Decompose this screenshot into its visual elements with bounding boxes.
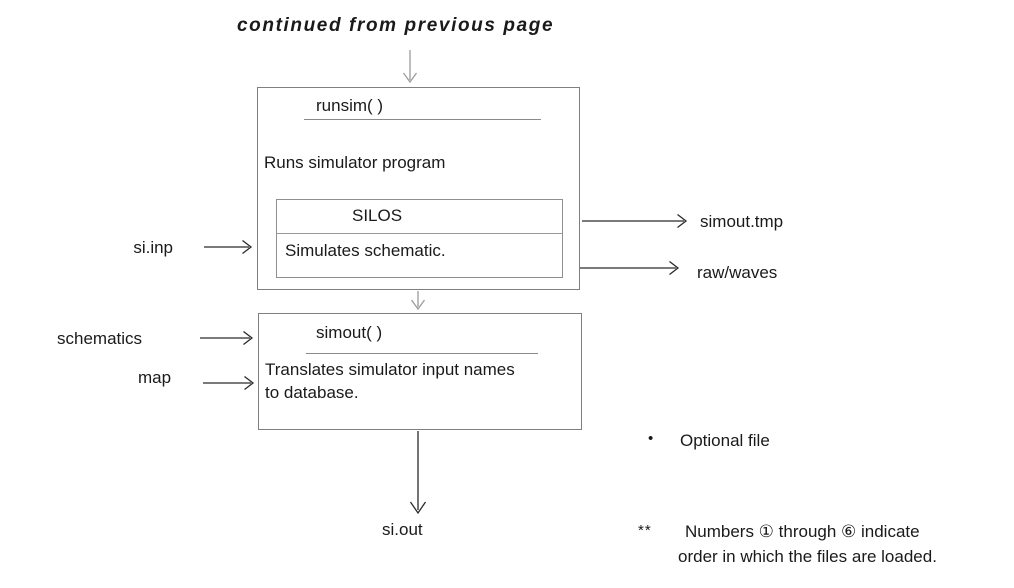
page-title: continued from previous page: [237, 15, 555, 36]
silos-box-divider: [277, 233, 562, 234]
arrow-runsim-to-simout: [410, 291, 426, 311]
input-label-si-inp: si.inp: [133, 238, 173, 257]
arrow-raw-waves: [580, 260, 680, 276]
runsim-box-description: Runs simulator program: [264, 153, 446, 172]
simout-box-title: simout( ): [316, 323, 383, 342]
simout-box-description: Translates simulator input names to data…: [265, 360, 515, 402]
arrow-map: [203, 375, 255, 391]
footnote-asterisks: **: [638, 522, 652, 539]
optional-file-bullet-icon: •: [648, 430, 654, 447]
footnote-note: Numbers ① through ⑥ indicate order in wh…: [678, 522, 937, 566]
runsim-box-title: runsim( ): [316, 96, 384, 115]
arrow-si-out: [409, 431, 427, 515]
arrow-schematics: [200, 330, 254, 346]
output-label-raw-waves: raw/waves: [697, 263, 778, 282]
arrow-simout-tmp: [582, 213, 688, 229]
runsim-title-underline: [304, 119, 541, 120]
silos-box-description: Simulates schematic.: [285, 241, 446, 260]
silos-box: SILOS Simulates schematic.: [276, 199, 563, 278]
arrow-continued-to-runsim: [402, 50, 418, 84]
simout-box: simout( ) Translates simulator input nam…: [258, 313, 582, 430]
output-label-simout-tmp: simout.tmp: [700, 212, 784, 231]
silos-box-title: SILOS: [352, 206, 403, 225]
output-label-si-out: si.out: [382, 520, 423, 539]
input-label-schematics: schematics: [57, 329, 143, 348]
runsim-box: runsim( ) Runs simulator program SILOS S…: [257, 87, 580, 290]
input-label-map: map: [138, 368, 172, 387]
optional-file-label: Optional file: [680, 431, 770, 450]
simout-title-underline: [306, 353, 538, 354]
arrow-si-inp: [204, 239, 253, 255]
